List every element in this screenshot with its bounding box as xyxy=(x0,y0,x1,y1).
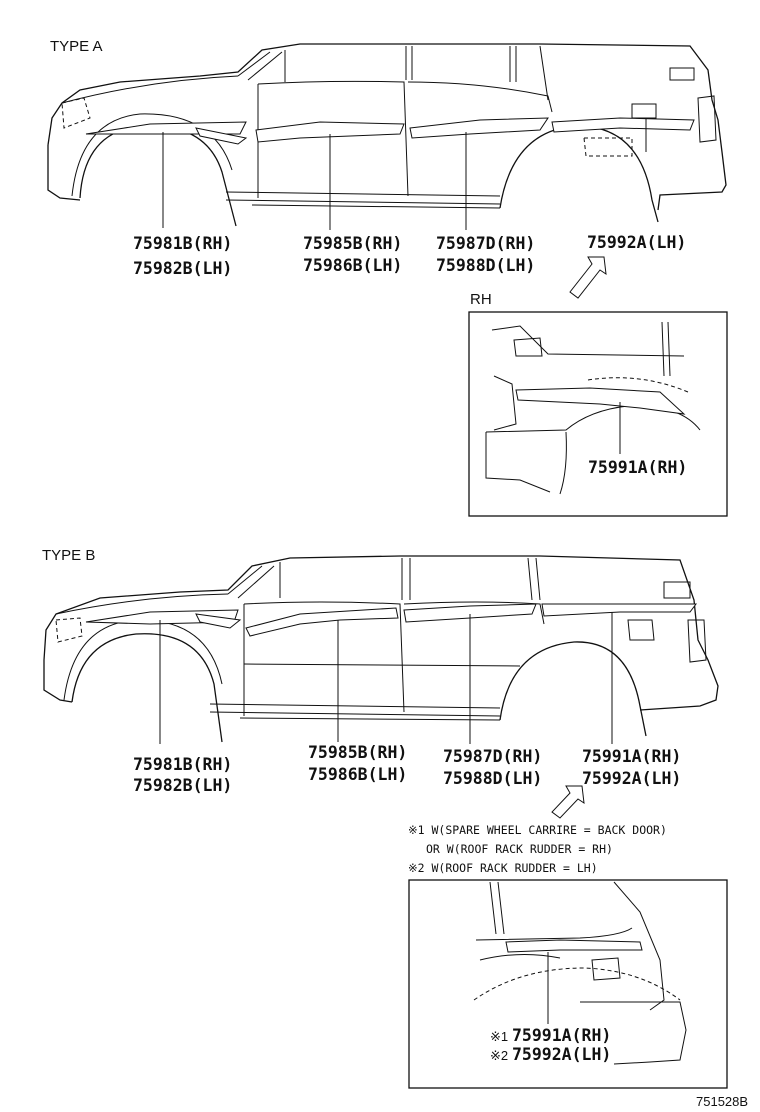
type-a-label-75985b: 75985B(RH) xyxy=(303,234,402,253)
type-b-label-75985b: 75985B(RH) xyxy=(308,743,407,762)
type-b-label-75981b: 75981B(RH) xyxy=(133,755,232,774)
type-b-title: TYPE B xyxy=(42,547,95,564)
type-b-inset-label-75992a: 75992A(LH) xyxy=(512,1045,611,1064)
type-a-vehicle-drawing xyxy=(47,43,727,299)
type-b-inset: ※1 75991A(RH) ※2 75992A(LH) xyxy=(408,879,728,1089)
type-b-inset-mark-2: ※2 xyxy=(490,1048,508,1063)
type-a-label-75986b: 75986B(LH) xyxy=(303,256,402,275)
diagram-code: 751528B xyxy=(696,1094,748,1109)
type-a-section: TYPE A xyxy=(47,38,728,517)
type-a-label-75982b: 75982B(LH) xyxy=(133,259,232,278)
type-b-inset-label-75991a: 75991A(RH) xyxy=(512,1026,611,1045)
type-a-label-75988d: 75988D(LH) xyxy=(436,256,535,275)
type-b-note-2: OR W(ROOF RACK RUDDER = RH) xyxy=(426,842,613,856)
type-b-label-75988d: 75988D(LH) xyxy=(443,769,542,788)
type-a-inset-title: RH xyxy=(470,291,492,308)
type-a-title: TYPE A xyxy=(50,38,103,55)
type-b-section: TYPE B xyxy=(42,547,728,1089)
type-b-label-75982b: 75982B(LH) xyxy=(133,776,232,795)
type-b-note-3: ※2 W(ROOF RACK RUDDER = LH) xyxy=(408,861,598,875)
type-a-label-75987d: 75987D(RH) xyxy=(436,234,535,253)
type-b-note-1: ※1 W(SPARE WHEEL CARRIRE = BACK DOOR) xyxy=(408,823,667,837)
type-a-label-75981b: 75981B(RH) xyxy=(133,234,232,253)
type-b-label-75992a: 75992A(LH) xyxy=(582,769,681,788)
type-a-label-75992a: 75992A(LH) xyxy=(587,233,686,252)
type-b-label-75987d: 75987D(RH) xyxy=(443,747,542,766)
type-a-rh-inset: RH 75991A(RH) xyxy=(468,291,728,517)
type-b-label-75991a: 75991A(RH) xyxy=(582,747,681,766)
type-b-label-75986b: 75986B(LH) xyxy=(308,765,407,784)
type-a-inset-label-75991a: 75991A(RH) xyxy=(588,458,687,477)
type-b-inset-mark-1: ※1 xyxy=(490,1029,508,1044)
type-b-vehicle-drawing xyxy=(43,555,719,819)
